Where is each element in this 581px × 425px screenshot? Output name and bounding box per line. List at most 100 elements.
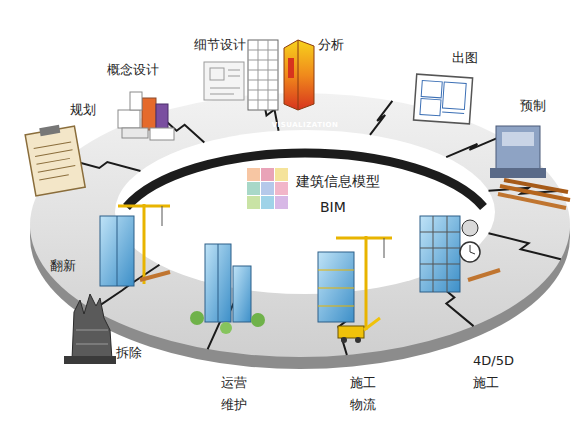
construction-logistics-icon-part <box>318 252 354 322</box>
stage-label: 施工 物流 <box>350 372 380 416</box>
concept-blocks-icon-part <box>118 110 140 128</box>
prefabrication-icon <box>490 126 570 208</box>
operation-maintenance-icon-part <box>218 244 219 322</box>
renovation-icon-part <box>143 204 146 284</box>
stage-label: 分析 <box>318 37 344 53</box>
construction-4d5d-icon-part <box>447 216 448 292</box>
stage-label: 预制 <box>520 98 546 114</box>
prefabrication-icon-part <box>490 168 546 178</box>
detail-design-icon-part <box>210 94 234 95</box>
prefabrication-icon-part <box>496 126 540 170</box>
construction-logistics-icon-part <box>341 337 347 343</box>
demolition-icon <box>64 294 116 364</box>
bim-cube-icon <box>247 168 288 209</box>
drawing-sheet-icon <box>414 74 473 124</box>
bim-cube-icon-part <box>275 196 288 209</box>
ring-surface <box>30 93 570 357</box>
ring-hole <box>115 130 495 294</box>
construction-logistics-icon-part <box>384 238 385 258</box>
construction-4d5d-icon-part <box>470 252 475 254</box>
construction-logistics-icon-part <box>318 270 354 271</box>
stage-label: 4D/5D 施工 <box>473 350 517 394</box>
construction-4d5d-icon-part <box>420 264 460 265</box>
detail-design-icon-part <box>248 90 278 91</box>
bim-cube-icon-part <box>275 168 288 181</box>
construction-logistics-icon-part <box>338 326 364 338</box>
concept-blocks-icon-part <box>156 104 168 130</box>
bim-cube-icon-part <box>247 182 260 195</box>
stage-label: 出图 <box>452 50 478 66</box>
clipboard-icon-part <box>38 166 75 173</box>
center-title: BIM <box>320 198 346 216</box>
detail-design-icon-part <box>248 80 278 81</box>
bim-cube-icon-part <box>247 168 260 181</box>
construction-4d5d-icon-part <box>420 280 460 281</box>
construction-4d5d-icon-part <box>420 248 460 249</box>
operation-maintenance-icon-part <box>251 313 265 327</box>
analysis-tower-icon <box>284 40 314 110</box>
detail-design-icon-part <box>248 70 278 71</box>
renovation-icon <box>100 204 170 286</box>
segment-divider <box>370 101 392 135</box>
renovation-icon-part <box>100 216 134 286</box>
operation-maintenance-icon-part <box>220 322 232 334</box>
stage-label: 细节设计 <box>194 37 246 53</box>
bim-cube-icon-part <box>247 196 260 209</box>
clipboard-icon-part <box>36 158 69 164</box>
clipboard-icon-part <box>39 175 69 180</box>
construction-4d5d-icon <box>420 216 500 292</box>
detail-design-icon-part <box>268 40 269 110</box>
clipboard-icon-part <box>25 126 85 196</box>
demolition-icon-part <box>76 330 108 331</box>
concept-blocks-icon-part <box>142 98 156 130</box>
operation-maintenance-icon-part <box>190 311 204 325</box>
renovation-icon-part <box>117 216 118 286</box>
clipboard-icon-part <box>35 150 72 157</box>
concept-blocks-icon-part <box>122 128 148 138</box>
prefabrication-icon-part <box>504 180 568 192</box>
drawing-sheet-icon-part <box>442 112 464 114</box>
detail-design-icon-part <box>210 88 240 89</box>
drawing-sheet-icon-part <box>442 82 466 109</box>
detail-design-icon-part <box>248 100 278 101</box>
construction-logistics-icon-part <box>364 318 380 330</box>
concept-blocks-icon <box>118 92 174 140</box>
construction-4d5d-icon-part <box>433 216 434 292</box>
stage-label: 运营 维护 <box>221 372 251 416</box>
drawing-sheet-icon-part <box>414 74 473 124</box>
clipboard-icon-part <box>34 142 71 149</box>
construction-4d5d-icon-part <box>462 220 478 236</box>
drawing-sheet-icon-part <box>421 81 442 98</box>
visualization-band <box>127 153 484 207</box>
concept-blocks-icon-part <box>150 128 174 140</box>
detail-design-icon-part <box>228 76 240 77</box>
construction-logistics-icon <box>318 236 392 343</box>
stage-label: 拆除 <box>116 345 142 361</box>
construction-4d5d-icon-part <box>460 242 480 262</box>
stage-label: 概念设计 <box>107 62 159 78</box>
detail-design-icon-part <box>204 62 244 100</box>
analysis-tower-icon-part <box>298 40 299 110</box>
stage-label: 规划 <box>70 102 96 118</box>
renovation-icon-part <box>162 206 163 226</box>
clipboard-icon-part <box>39 125 60 136</box>
drawing-sheet-icon-part <box>420 98 441 115</box>
bim-cube-icon-part <box>261 168 274 181</box>
renovation-icon-part <box>140 272 170 280</box>
band-label: VISUALIZATION <box>265 120 345 130</box>
center-title: 建筑信息模型 <box>296 172 380 190</box>
operation-maintenance-icon-part <box>233 266 251 322</box>
detail-design-icon-part <box>248 40 278 110</box>
operation-maintenance-icon-part <box>205 244 231 322</box>
detail-design-icon-part <box>248 50 278 51</box>
demolition-icon-part <box>72 294 112 360</box>
construction-4d5d-icon-part <box>468 270 500 280</box>
bim-cube-icon-part <box>261 182 274 195</box>
demolition-icon-part <box>64 356 116 364</box>
stage-label: 翻新 <box>50 258 76 274</box>
segment-divider <box>489 233 561 259</box>
prefabrication-icon-part <box>502 132 534 146</box>
detail-design-icon-part <box>228 70 240 71</box>
construction-logistics-icon-part <box>318 288 354 289</box>
